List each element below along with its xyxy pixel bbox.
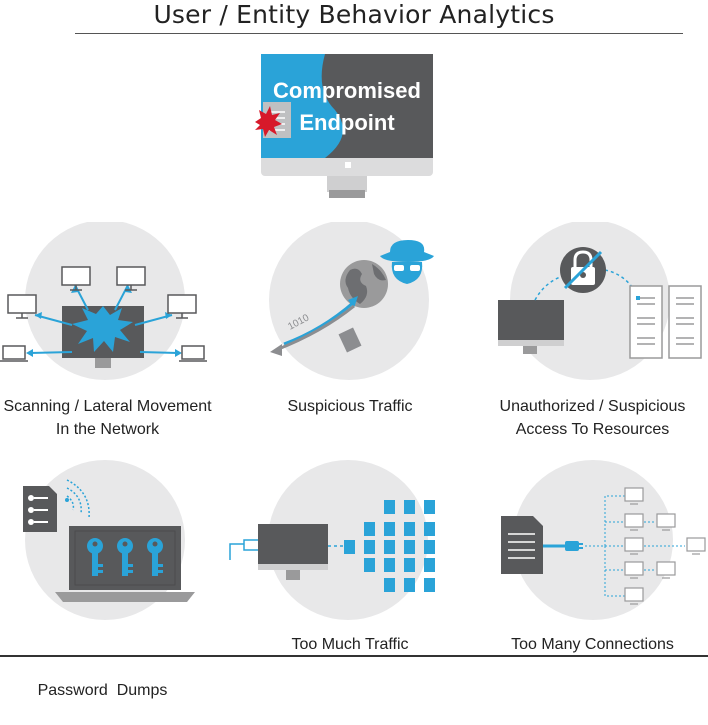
caption-scanning-line2: In the Network <box>55 421 160 438</box>
network-scan-icon <box>0 222 207 380</box>
connections-icon <box>501 460 706 620</box>
caption-scanning-line1: Scanning / Lateral Movement <box>3 398 212 415</box>
caption-too-much-traffic: Too Much Traffic <box>250 633 450 656</box>
endpoint-label-line1: Compromised <box>273 78 421 103</box>
caption-suspicious-traffic: Suspicious Traffic <box>250 395 450 418</box>
caption-too-many-connections-line1: Too Many Connections <box>511 636 674 653</box>
caption-suspicious-traffic-line1: Suspicious Traffic <box>287 398 413 415</box>
locked-resource-icon <box>498 222 702 380</box>
caption-too-many-connections: Too Many Connections <box>485 633 700 656</box>
page-title: User / Entity Behavior Analytics <box>153 0 555 29</box>
caption-password-dumps-line1: Password Dumps <box>37 682 168 699</box>
caption-unauthorized-line2: Access To Resources <box>515 421 670 438</box>
caption-unauthorized: Unauthorized / Suspicious Access To Reso… <box>485 395 700 441</box>
compromised-endpoint-monitor-icon <box>255 54 433 198</box>
caption-password-dumps: Password Dumps <box>0 633 205 725</box>
endpoint-label-line2: Endpoint <box>299 110 395 135</box>
caption-scanning: Scanning / Lateral Movement In the Netwo… <box>0 395 215 441</box>
bottom-divider <box>0 655 708 657</box>
password-keys-icon <box>23 460 195 620</box>
caption-too-much-traffic-line1: Too Much Traffic <box>291 636 409 653</box>
document-flood-icon <box>229 460 435 620</box>
caption-unauthorized-line1: Unauthorized / Suspicious <box>499 398 686 415</box>
title-divider <box>75 33 683 34</box>
hacker-traffic-icon: 1010 <box>269 222 434 380</box>
